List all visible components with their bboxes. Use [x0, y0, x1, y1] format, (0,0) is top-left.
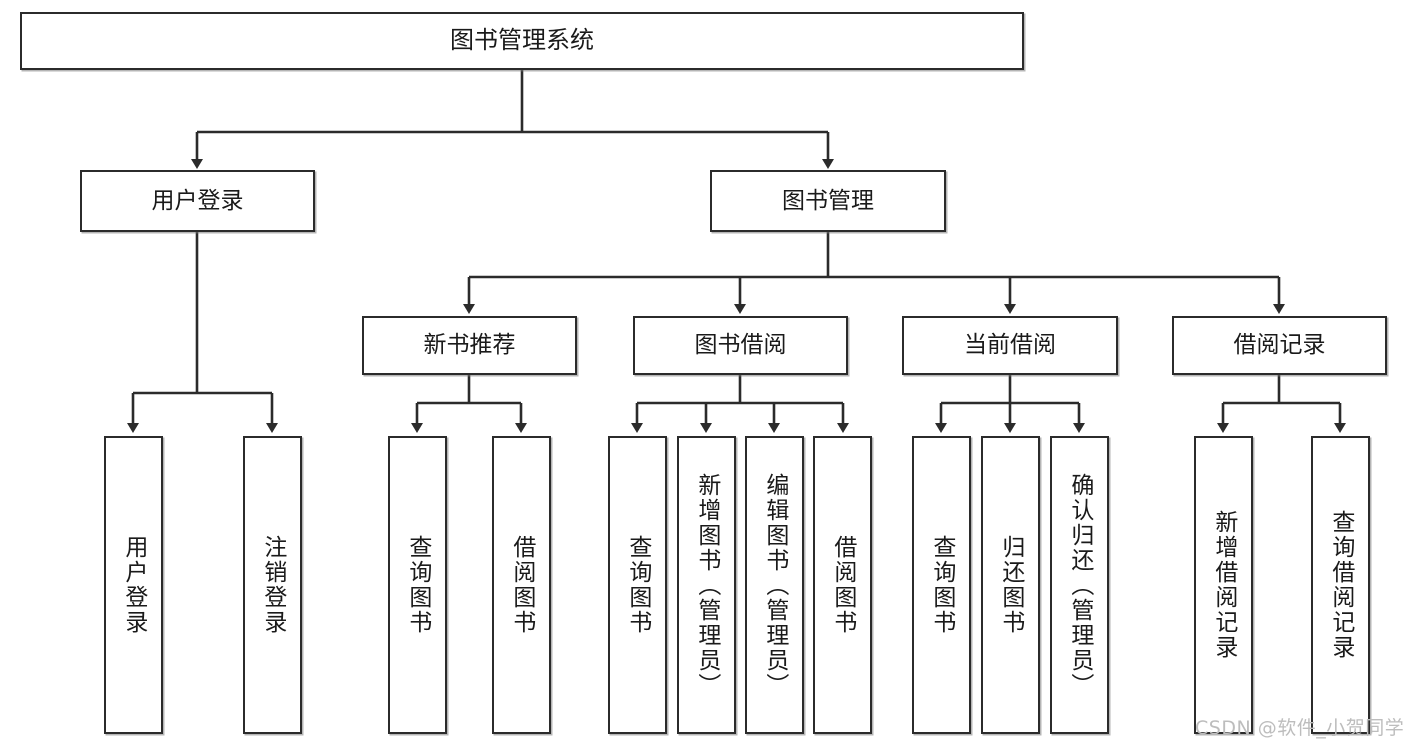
node-label: 查询借阅记录 [1327, 510, 1354, 660]
leaf-query-book-current[interactable]: 查询图书 [912, 436, 971, 734]
leaf-return-book[interactable]: 归还图书 [981, 436, 1040, 734]
node-label: 确认归还（管理员） [1066, 472, 1093, 698]
leaf-confirm-return-admin[interactable]: 确认归还（管理员） [1050, 436, 1109, 734]
node-label: 借阅记录 [1233, 332, 1326, 359]
node-book-management[interactable]: 图书管理 [710, 170, 946, 232]
node-label: 查询图书 [928, 535, 955, 635]
leaf-add-borrow-record[interactable]: 新增借阅记录 [1194, 436, 1253, 734]
leaf-borrow-book-recommend[interactable]: 借阅图书 [492, 436, 551, 734]
leaf-edit-book-admin[interactable]: 编辑图书（管理员） [745, 436, 804, 734]
node-label: 新增图书（管理员） [693, 472, 720, 698]
node-label: 注销登录 [259, 535, 286, 635]
node-label: 用户登录 [151, 187, 244, 214]
node-label: 归还图书 [997, 535, 1024, 635]
leaf-add-book-admin[interactable]: 新增图书（管理员） [677, 436, 736, 734]
node-label: 查询图书 [404, 535, 431, 635]
node-label: 新增借阅记录 [1210, 510, 1237, 660]
node-label: 图书管理 [782, 187, 874, 214]
node-borrow-records[interactable]: 借阅记录 [1172, 316, 1387, 375]
node-current-borrow[interactable]: 当前借阅 [902, 316, 1118, 375]
node-label: 查询图书 [624, 535, 651, 635]
leaf-query-book-borrow[interactable]: 查询图书 [608, 436, 667, 734]
watermark-text: CSDN @软件_小贺同学 [1195, 717, 1405, 739]
node-label: 借阅图书 [829, 535, 856, 635]
node-label: 借阅图书 [508, 535, 535, 635]
node-book-borrow[interactable]: 图书借阅 [633, 316, 848, 375]
node-label: 当前借阅 [964, 332, 1056, 359]
leaf-borrow-book[interactable]: 借阅图书 [813, 436, 872, 734]
leaf-query-borrow-record[interactable]: 查询借阅记录 [1311, 436, 1370, 734]
node-label: 新书推荐 [423, 332, 516, 359]
leaf-query-book-recommend[interactable]: 查询图书 [388, 436, 447, 734]
node-label: 编辑图书（管理员） [761, 472, 788, 698]
leaf-logout[interactable]: 注销登录 [243, 436, 302, 734]
node-user-login[interactable]: 用户登录 [80, 170, 315, 232]
node-root-system[interactable]: 图书管理系统 [20, 12, 1024, 70]
node-label: 图书管理系统 [450, 26, 594, 55]
node-label: 用户登录 [120, 535, 147, 635]
node-new-book-recommend[interactable]: 新书推荐 [362, 316, 577, 375]
node-label: 图书借阅 [694, 332, 787, 359]
leaf-user-login[interactable]: 用户登录 [104, 436, 163, 734]
